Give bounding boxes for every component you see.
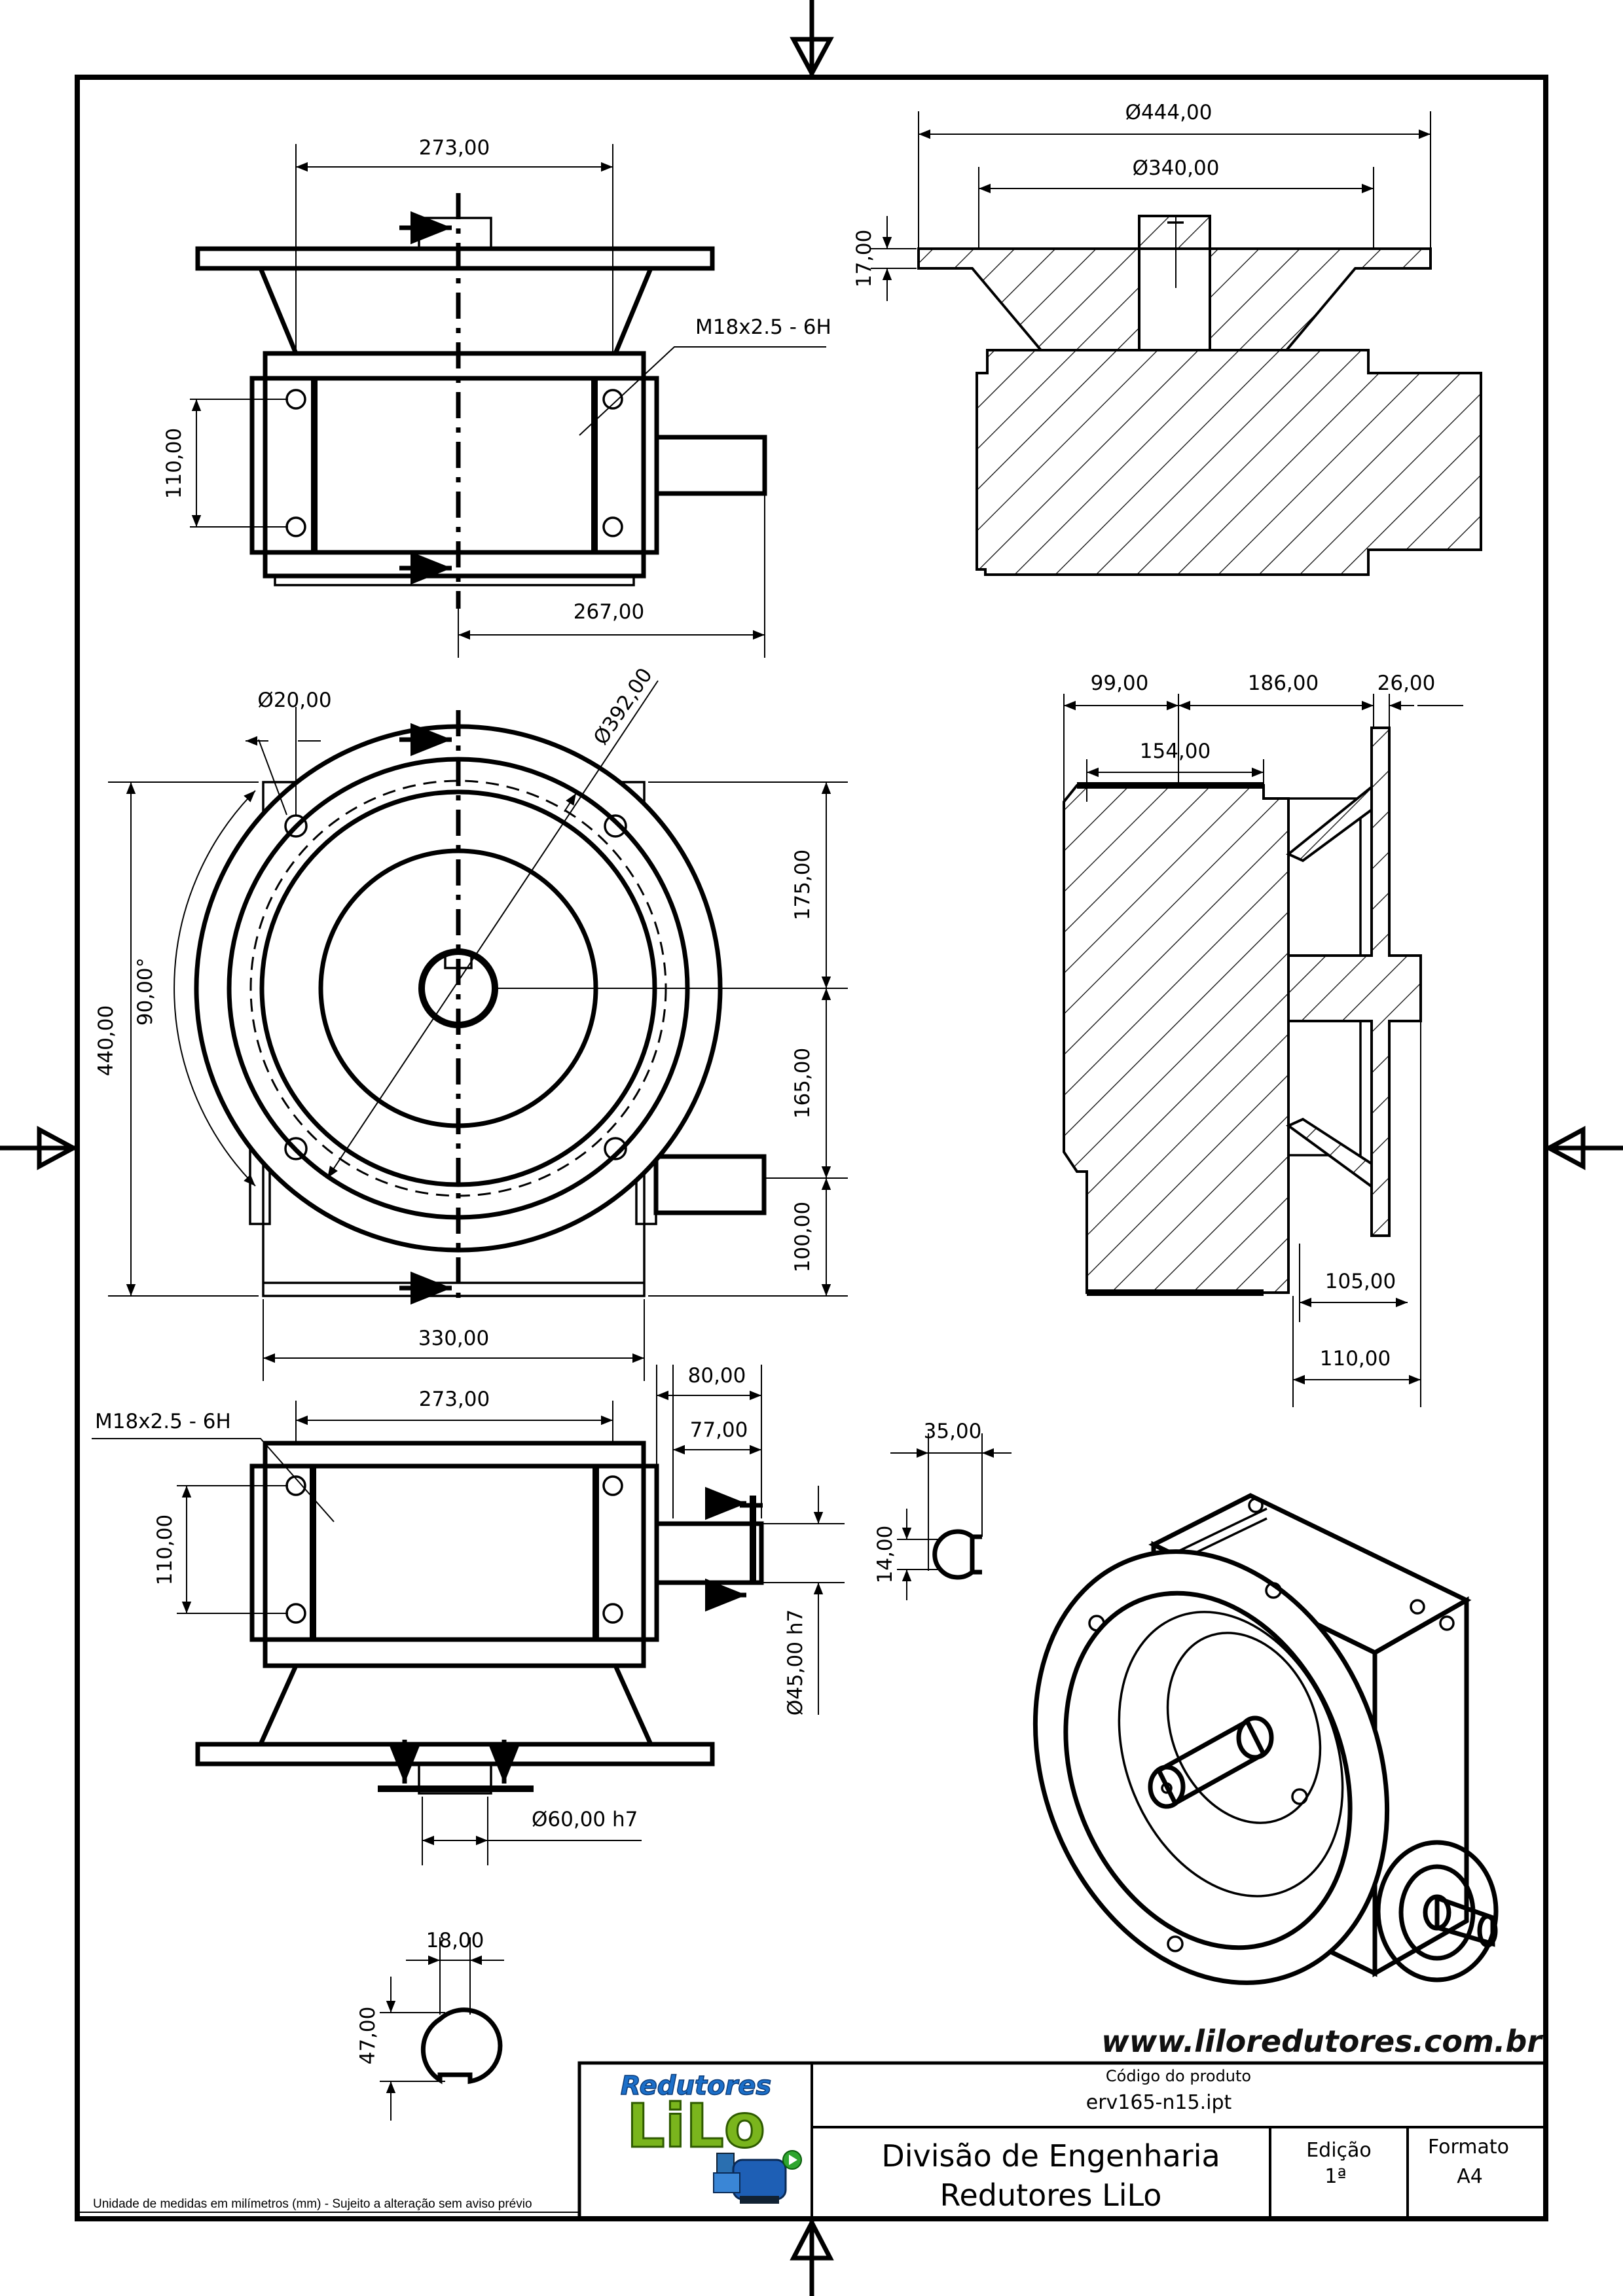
section-view-top — [917, 215, 1482, 576]
dim-bottom-77: 77,00 — [690, 1418, 748, 1442]
logo-text-lilo: LiLo — [627, 2091, 765, 2161]
title-edition-value: 1ª — [1324, 2165, 1346, 2188]
dim-key-small-width: 35,00 — [924, 1420, 982, 1443]
dim-side-186: 186,00 — [1248, 672, 1319, 695]
key-detail-large: 18,00 47,00 — [356, 1929, 504, 2121]
dim-side-110: 110,00 — [1320, 1347, 1391, 1371]
title-block: Redutores LiLo Código do produto erv165-… — [77, 2061, 1548, 2221]
dim-key-large-height: 47,00 — [356, 2007, 380, 2065]
dim-bottom-bolt-spacing: 110,00 — [153, 1515, 177, 1585]
bottom-view-dimensions: 273,00 M18x2.5 - 6H 110,00 80,00 77,00 Ø… — [92, 1364, 845, 1865]
label-bottom-thread: M18x2.5 - 6H — [95, 1410, 231, 1433]
side-section-dimensions: 99,00 186,00 26,00 154,00 105,00 110,00 — [1063, 672, 1463, 1407]
dim-front-hole: Ø20,00 — [257, 689, 331, 712]
title-division-line2: Redutores LiLo — [940, 2178, 1162, 2213]
dim-side-105: 105,00 — [1325, 1270, 1396, 1293]
dim-front-upper: 175,00 — [791, 850, 814, 920]
section-view-top-dimensions: Ø444,00 Ø340,00 17,00 — [852, 101, 1431, 301]
dim-side-99: 99,00 — [1091, 672, 1149, 695]
units-note: Unidade de medidas em milímetros (mm) - … — [93, 2197, 532, 2211]
title-code-label: Código do produto — [1106, 2067, 1251, 2085]
dim-bottom-shaft-dia: Ø45,00 h7 — [784, 1609, 807, 1715]
dim-front-lower: 100,00 — [791, 1202, 814, 1272]
top-view — [195, 193, 767, 609]
title-code-value: erv165-n15.ipt — [1086, 2091, 1232, 2114]
logo-text-redutores: Redutores — [621, 2071, 771, 2101]
dim-side-26: 26,00 — [1377, 672, 1436, 695]
dim-top-bolt-spacing: 110,00 — [162, 428, 186, 499]
website-url[interactable]: www.liloredutores.com.br — [1101, 2024, 1544, 2059]
top-view-dimensions: 273,00 267,00 110,00 M18x2.5 - 6H — [162, 136, 831, 658]
dim-front-bolt-circle: Ø392,00 — [589, 664, 657, 749]
dim-key-large-width: 18,00 — [426, 1929, 484, 1952]
title-format-value: A4 — [1457, 2165, 1483, 2188]
dim-section-flange-thickness: 17,00 — [852, 230, 876, 288]
dim-section-flange-outer: Ø444,00 — [1125, 101, 1213, 124]
title-edition-label: Edição — [1306, 2139, 1372, 2162]
dim-bottom-hub-dia: Ø60,00 h7 — [532, 1808, 638, 1831]
company-logo: Redutores LiLo — [620, 2070, 802, 2204]
side-section-view — [1063, 726, 1422, 1296]
dim-front-height: 440,00 — [94, 1005, 118, 1076]
dim-top-shaft-length: 267,00 — [574, 600, 644, 624]
isometric-view — [1032, 1493, 1499, 1985]
dim-key-small-height: 14,00 — [873, 1526, 897, 1584]
key-detail-small: 35,00 14,00 — [873, 1420, 1012, 1600]
title-format-label: Formato — [1428, 2136, 1509, 2159]
dim-front-width: 330,00 — [418, 1327, 489, 1350]
dim-side-154: 154,00 — [1140, 740, 1211, 763]
dim-front-angle: 90,00° — [134, 958, 157, 1026]
dim-bottom-width: 273,00 — [419, 1388, 490, 1411]
front-view — [194, 710, 767, 1305]
dim-top-width: 273,00 — [419, 136, 490, 160]
label-top-thread: M18x2.5 - 6H — [695, 315, 831, 339]
dim-bottom-80: 80,00 — [688, 1364, 746, 1388]
title-division-line1: Divisão de Engenharia — [881, 2138, 1220, 2174]
bottom-view — [195, 1441, 764, 1795]
dim-front-mid: 165,00 — [791, 1048, 814, 1119]
dim-section-flange-inner: Ø340,00 — [1133, 156, 1220, 180]
